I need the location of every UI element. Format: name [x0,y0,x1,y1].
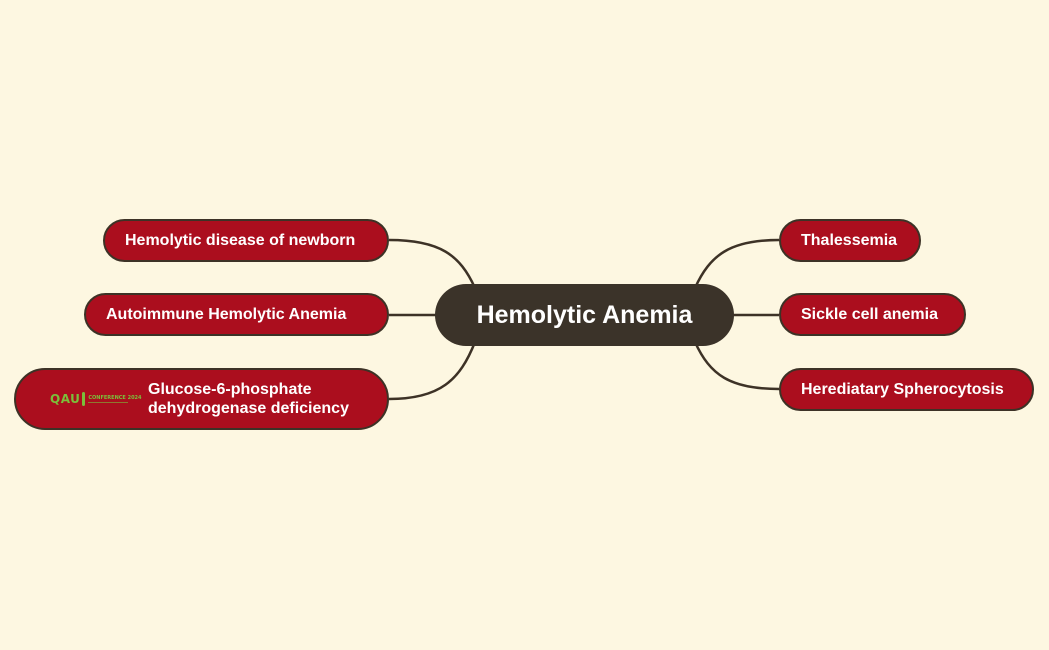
topic-node-g6pd-deficiency[interactable]: QAU CONFERENCE 2024 Glucose-6-phosphate … [14,368,389,430]
topic-node-herediatary-spherocytosis[interactable]: Herediatary Spherocytosis [779,368,1034,411]
topic-node-autoimmune-hemolytic-anemia[interactable]: Autoimmune Hemolytic Anemia [84,293,389,336]
topic-node-thalessemia[interactable]: Thalessemia [779,219,921,262]
logo-text: CONFERENCE 2024 [88,395,142,403]
topic-label-line-2: dehydrogenase deficiency [148,400,349,417]
central-topic-label: Hemolytic Anemia [476,300,693,329]
logo-mark: QAU [50,392,81,406]
connector-herediatary-spherocytosis [693,341,780,391]
topic-node-sickle-cell-anemia[interactable]: Sickle cell anemia [779,293,966,336]
topic-label: Thalessemia [801,231,898,249]
topic-label: Sickle cell anemia [801,305,938,323]
logo-caption: CONFERENCE 2024 [88,395,142,401]
connector-g6pd-deficiency [388,341,477,401]
topic-label-line-1: Glucose-6-phosphate [148,381,312,398]
topic-node-hemolytic-disease-of-newborn[interactable]: Hemolytic disease of newborn [103,219,389,262]
logo-underline [88,402,129,403]
connector-hemolytic-disease-of-newborn [388,238,477,289]
conference-logo: QAU CONFERENCE 2024 [50,392,148,406]
topic-label: Herediatary Spherocytosis [801,380,1004,398]
leaf-icon [82,392,86,406]
central-topic-node[interactable]: Hemolytic Anemia [435,284,734,346]
connector-thalessemia [693,238,780,289]
topic-label: Hemolytic disease of newborn [125,231,356,249]
topic-label: Autoimmune Hemolytic Anemia [106,305,347,323]
topic-label: Glucose-6-phosphate dehydrogenase defici… [148,380,368,418]
